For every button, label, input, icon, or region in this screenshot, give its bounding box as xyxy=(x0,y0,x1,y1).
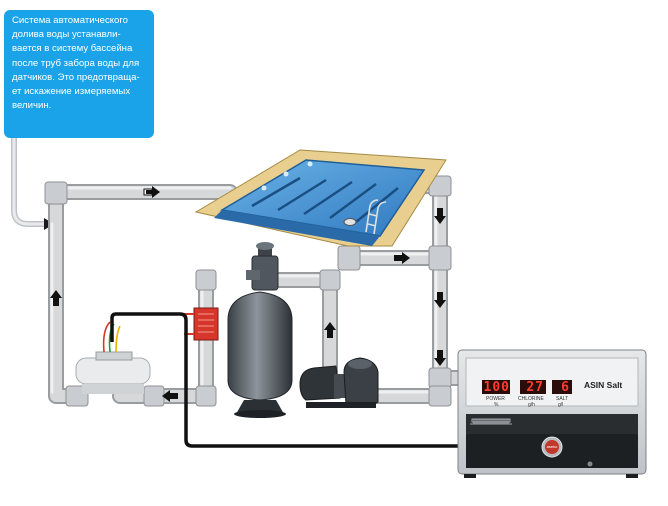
swimming-pool xyxy=(194,149,447,247)
pool-drain xyxy=(343,218,357,226)
pump xyxy=(299,357,379,408)
controller-brand: ASIN Salt xyxy=(584,380,623,390)
heater xyxy=(184,307,219,341)
arrow-down-icon xyxy=(434,208,446,224)
callout-pointer xyxy=(11,138,46,227)
flow-arrows xyxy=(50,186,446,402)
arrow-up-icon xyxy=(324,322,336,338)
electrolysis-cell xyxy=(75,321,151,394)
aseko-logo-text: aseko xyxy=(546,444,558,449)
info-callout: Система автоматического долива воды уста… xyxy=(4,10,154,138)
pool-lights xyxy=(261,161,313,191)
sand-filter xyxy=(227,242,293,418)
arrow-up-icon xyxy=(50,290,62,306)
pool-water xyxy=(219,159,426,237)
power-unit: % xyxy=(494,402,499,408)
pool-lane-lines xyxy=(251,176,399,223)
power-label: POWER xyxy=(486,396,505,402)
salt-label: SALT xyxy=(556,396,569,402)
arrow-down-icon xyxy=(434,350,446,366)
chlorine-display: 27 xyxy=(526,380,544,395)
arrow-right-icon xyxy=(394,252,410,264)
asin-salt-controller xyxy=(457,349,647,478)
control-cable xyxy=(110,312,464,448)
pool-ladder xyxy=(365,199,387,235)
salt-display: 6 xyxy=(561,380,570,395)
chlorine-unit: g/h xyxy=(528,402,535,408)
arrow-left-icon xyxy=(162,390,178,402)
pipe-joints xyxy=(44,175,452,407)
arrow-down-icon xyxy=(434,292,446,308)
salt-unit: g/l xyxy=(558,402,564,408)
power-display: 100 xyxy=(483,380,510,395)
chlorine-label: CHLORINE xyxy=(518,396,544,402)
arrow-right-icon xyxy=(143,186,160,198)
